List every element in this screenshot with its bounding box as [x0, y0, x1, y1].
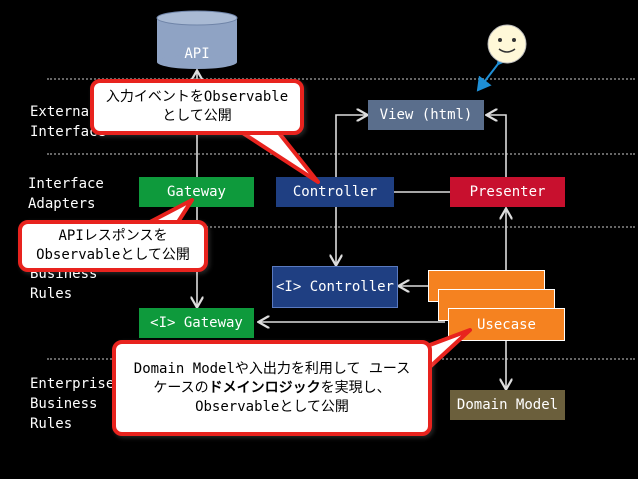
- callout-api-line1: APIレスポンスを: [58, 228, 168, 244]
- user-smiley: [486, 23, 528, 65]
- api-label: API: [184, 46, 210, 62]
- callout-domain-line2: ケースのドメインロジックを実現し、: [153, 379, 390, 398]
- callout-api-response: APIレスポンスを Observableとして公開: [18, 220, 208, 272]
- i-controller-node: <I> Controller: [272, 266, 398, 308]
- usecase-node: Usecase: [448, 308, 565, 341]
- layer-label-external: External Interface: [30, 104, 106, 140]
- callout-input-events: 入力イベントをObservable として公開: [90, 79, 304, 135]
- api-database-node: API: [156, 10, 238, 70]
- database-cylinder-icon: [156, 10, 238, 69]
- smiley-face-icon: [487, 24, 527, 64]
- callout-domain-line2-a: ケースの: [153, 379, 209, 396]
- callout-domain-emphasis: ドメインロジック: [208, 379, 321, 396]
- layer-label-enterprise: Enterprise Business Rules: [30, 376, 115, 432]
- callout-input-line1: 入力イベントをObservable: [105, 89, 289, 105]
- i-gateway-node: <I> Gateway: [139, 308, 254, 338]
- gateway-node: Gateway: [139, 177, 254, 207]
- divider-business: [47, 226, 635, 228]
- callout-api-line2: Observableとして公開: [36, 247, 190, 263]
- domain-model-node: Domain Model: [450, 390, 565, 420]
- divider-external: [47, 78, 635, 80]
- callout-domain-line1: Domain Modelや入出力を利用して ユース: [133, 360, 411, 377]
- callout-domain-line2-c: を実現し、: [320, 379, 391, 396]
- callout-domain-line3: Observableとして公開: [195, 398, 349, 415]
- divider-adapters: [47, 153, 635, 155]
- callout-domain-logic: Domain Modelや入出力を利用して ユース ケースのドメインロジックを実…: [112, 340, 432, 436]
- presenter-node: Presenter: [450, 177, 565, 207]
- view-node: View (html): [368, 100, 484, 130]
- controller-node: Controller: [276, 177, 394, 207]
- layer-label-adapters: Interface Adapters: [28, 176, 104, 212]
- callout-input-line2: として公開: [162, 108, 232, 124]
